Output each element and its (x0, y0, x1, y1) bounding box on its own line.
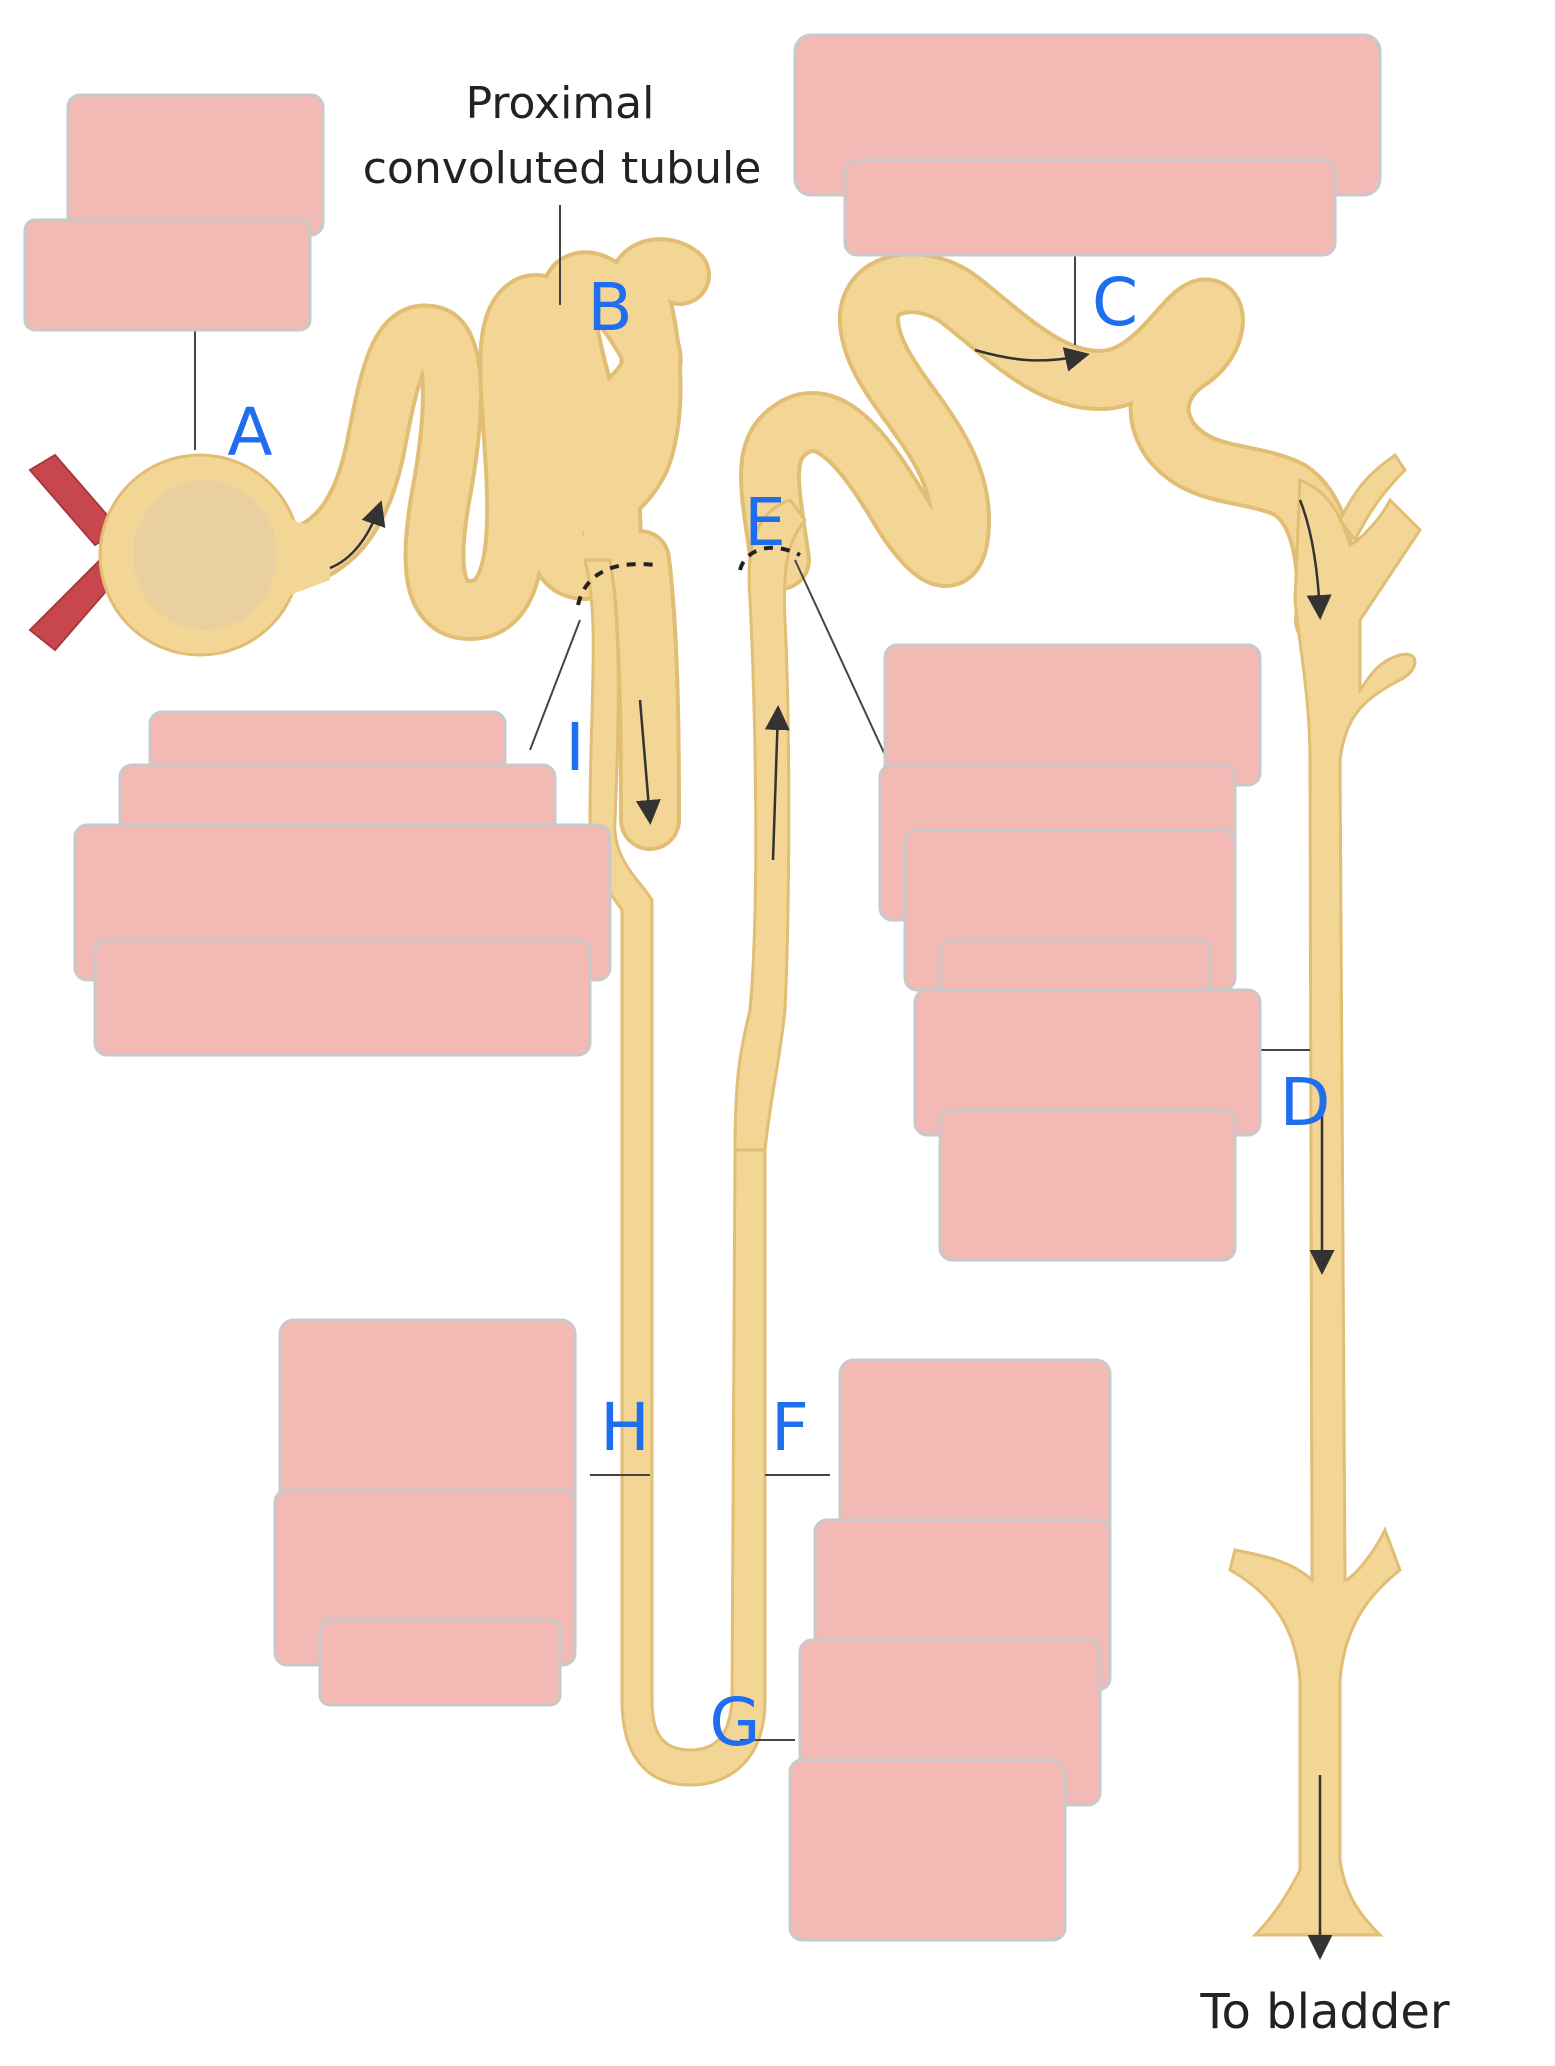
letter-g: G (709, 1684, 760, 1761)
letter-c: C (1092, 264, 1138, 341)
label-box-c (795, 35, 1380, 255)
label-box-h (275, 1320, 575, 1705)
proximal-label-line2: convoluted tubule (363, 143, 762, 194)
letter-e: E (744, 484, 786, 561)
glomerulus (133, 480, 277, 630)
letter-b: B (587, 269, 632, 346)
to-bladder-label: To bladder (1199, 1984, 1449, 2040)
letter-f: F (771, 1389, 809, 1466)
label-box-i (75, 712, 610, 1055)
label-box-a (25, 95, 323, 330)
renal-corpuscle (100, 455, 330, 655)
letter-a: A (227, 394, 272, 471)
loop-of-henle (578, 500, 805, 1785)
letter-i: I (565, 709, 584, 786)
label-box-e (880, 645, 1260, 1005)
tubule-loop-top (640, 560, 650, 820)
letter-d: D (1280, 1064, 1331, 1141)
leader-e (795, 560, 885, 755)
label-box-d (915, 990, 1260, 1260)
thick-ascending-limb (735, 500, 805, 1150)
label-box-g (790, 1360, 1110, 1940)
proximal-label-line1: Proximal (466, 78, 655, 129)
letter-h: H (600, 1389, 650, 1466)
